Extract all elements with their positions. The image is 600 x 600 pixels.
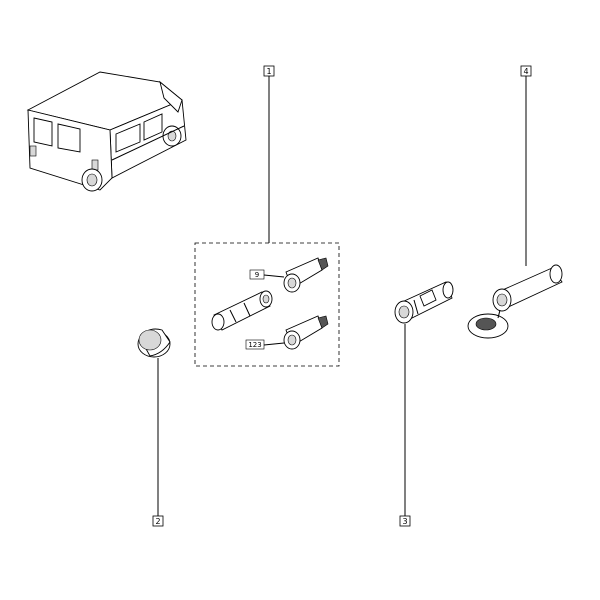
lighter-body: [211, 290, 273, 331]
ref-123-label: 123: [245, 339, 285, 350]
callout-2: 2: [152, 358, 164, 527]
socket-lower: [283, 315, 329, 350]
svg-text:2: 2: [155, 517, 160, 526]
svg-text:1: 1: [266, 67, 271, 76]
socket-upper: [283, 257, 329, 293]
svg-text:4: 4: [523, 67, 528, 76]
svg-text:3: 3: [402, 517, 407, 526]
callout-1: 1: [263, 65, 275, 243]
cap-part: [137, 328, 171, 358]
ref-9-label: 9: [249, 269, 285, 280]
callout-3: 3: [399, 324, 411, 527]
svg-text:123: 123: [248, 341, 261, 349]
van-illustration: [26, 71, 187, 192]
kit-group-box: [194, 242, 340, 367]
socket-part: [394, 281, 454, 324]
svg-text:9: 9: [255, 271, 259, 279]
callout-4: 4: [520, 65, 532, 266]
covered-socket-part: [467, 264, 563, 339]
